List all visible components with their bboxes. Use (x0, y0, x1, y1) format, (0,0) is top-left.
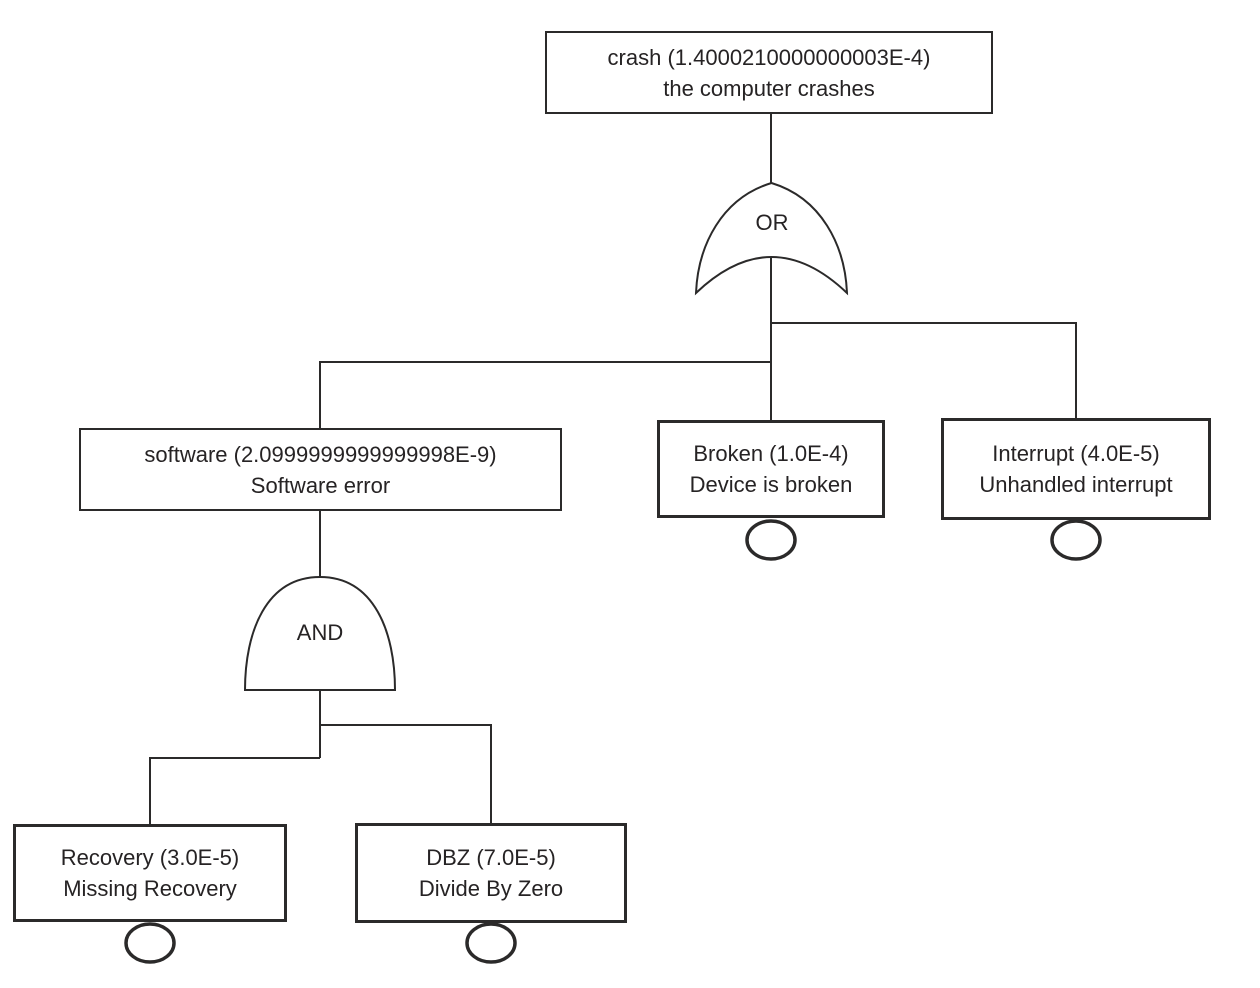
connector-or-gate-to-software (319, 361, 771, 428)
basic-event-circle-dbz (465, 922, 517, 964)
event-broken-title: Broken (1.0E-4) (693, 441, 849, 466)
event-software-title: software (2.0999999999999998E-9) (144, 441, 497, 467)
event-dbz-description: Divide By Zero (418, 876, 564, 901)
event-crash-title: crash (1.4000210000000003E-4) (607, 44, 931, 70)
event-box-crash: crash (1.4000210000000003E-4) the comput… (545, 31, 993, 114)
and-gate-shape (243, 575, 397, 691)
connector-and-gate-to-dbz (320, 724, 492, 823)
basic-event-circle-recovery (124, 922, 176, 964)
event-interrupt-title: Interrupt (4.0E-5) (992, 441, 1160, 466)
event-box-dbz: DBZ (7.0E-5) Divide By Zero (355, 823, 627, 923)
or-gate-shape (694, 181, 849, 296)
event-box-broken: Broken (1.0E-4) Device is broken (657, 420, 885, 518)
event-box-recovery: Recovery (3.0E-5) Missing Recovery (13, 824, 287, 922)
event-recovery-title: Recovery (3.0E-5) (60, 845, 240, 870)
basic-event-circle-broken (745, 519, 797, 561)
event-broken-description: Device is broken (689, 472, 853, 497)
event-dbz-title: DBZ (7.0E-5) (426, 845, 556, 870)
event-recovery-description: Missing Recovery (63, 876, 237, 901)
event-crash-description: the computer crashes (663, 75, 875, 101)
event-box-software: software (2.0999999999999998E-9) Softwar… (79, 428, 562, 511)
basic-event-circle-interrupt (1050, 519, 1102, 561)
event-interrupt-description: Unhandled interrupt (979, 472, 1173, 497)
and-gate-label: AND (296, 620, 344, 645)
connector-and-gate-to-recovery (149, 757, 320, 824)
event-software-description: Software error (250, 472, 391, 498)
connector-or-gate-to-interrupt (771, 322, 1077, 418)
or-gate-label: OR (755, 210, 789, 235)
event-box-interrupt: Interrupt (4.0E-5) Unhandled interrupt (941, 418, 1211, 520)
